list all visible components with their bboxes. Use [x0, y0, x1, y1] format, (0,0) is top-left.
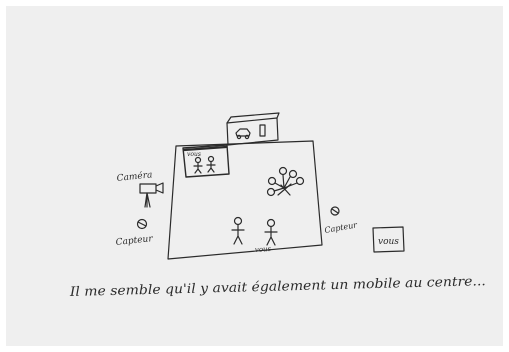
sensor-right-label: Capteur [324, 220, 359, 235]
floor-people-label: vous [255, 245, 272, 254]
caption-text: Il me semble qu'il y avait également un … [69, 274, 486, 300]
screen-label: vous [187, 151, 201, 158]
box-label: vous [378, 237, 399, 247]
camera-label: Caméra [116, 169, 153, 184]
sensor-left-label: Capteur [115, 234, 154, 248]
